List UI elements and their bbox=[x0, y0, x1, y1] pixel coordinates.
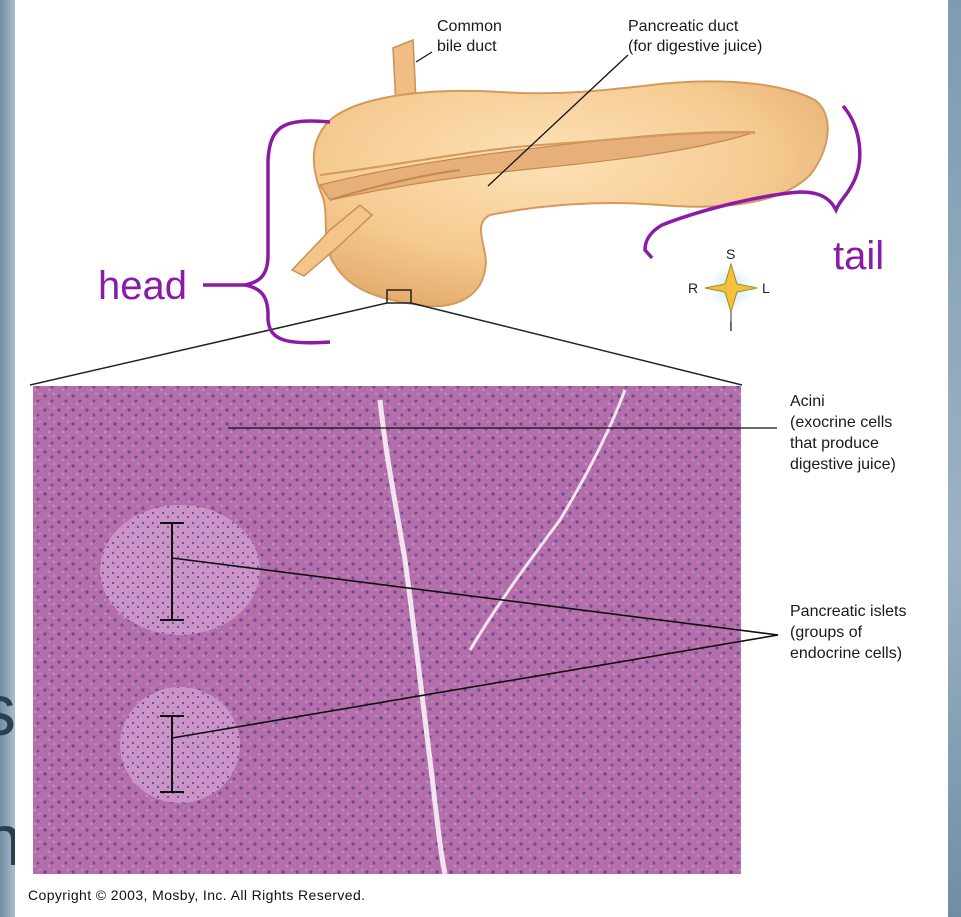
label-islets-line1: Pancreatic islets bbox=[790, 602, 907, 621]
annotation-head: head bbox=[98, 266, 187, 306]
compass-rose-icon bbox=[705, 264, 757, 312]
label-acini-line1: Acini bbox=[790, 392, 825, 411]
label-common-bile-duct-line1: Common bbox=[437, 17, 502, 36]
label-islets-line3: endocrine cells) bbox=[790, 644, 902, 663]
label-common-bile-duct-line2: bile duct bbox=[437, 37, 497, 56]
pancreatic-islet bbox=[120, 687, 240, 803]
compass-inferior: I bbox=[729, 318, 733, 334]
copyright-notice: Copyright © 2003, Mosby, Inc. All Rights… bbox=[28, 887, 365, 903]
label-acini-line2: (exocrine cells bbox=[790, 413, 892, 432]
label-pancreatic-duct-line1: Pancreatic duct bbox=[628, 17, 738, 36]
pancreas-body bbox=[314, 81, 828, 306]
pancreatic-islet bbox=[100, 505, 260, 635]
label-acini-line3: that produce bbox=[790, 434, 879, 453]
compass-right: R bbox=[688, 280, 698, 296]
annotation-tail: tail bbox=[833, 236, 884, 276]
label-islets-line2: (groups of bbox=[790, 623, 862, 642]
compass-left: L bbox=[762, 280, 770, 296]
compass-superior: S bbox=[726, 246, 735, 262]
label-pancreatic-duct-line2: (for digestive juice) bbox=[628, 37, 762, 56]
label-acini-line4: digestive juice) bbox=[790, 455, 896, 474]
